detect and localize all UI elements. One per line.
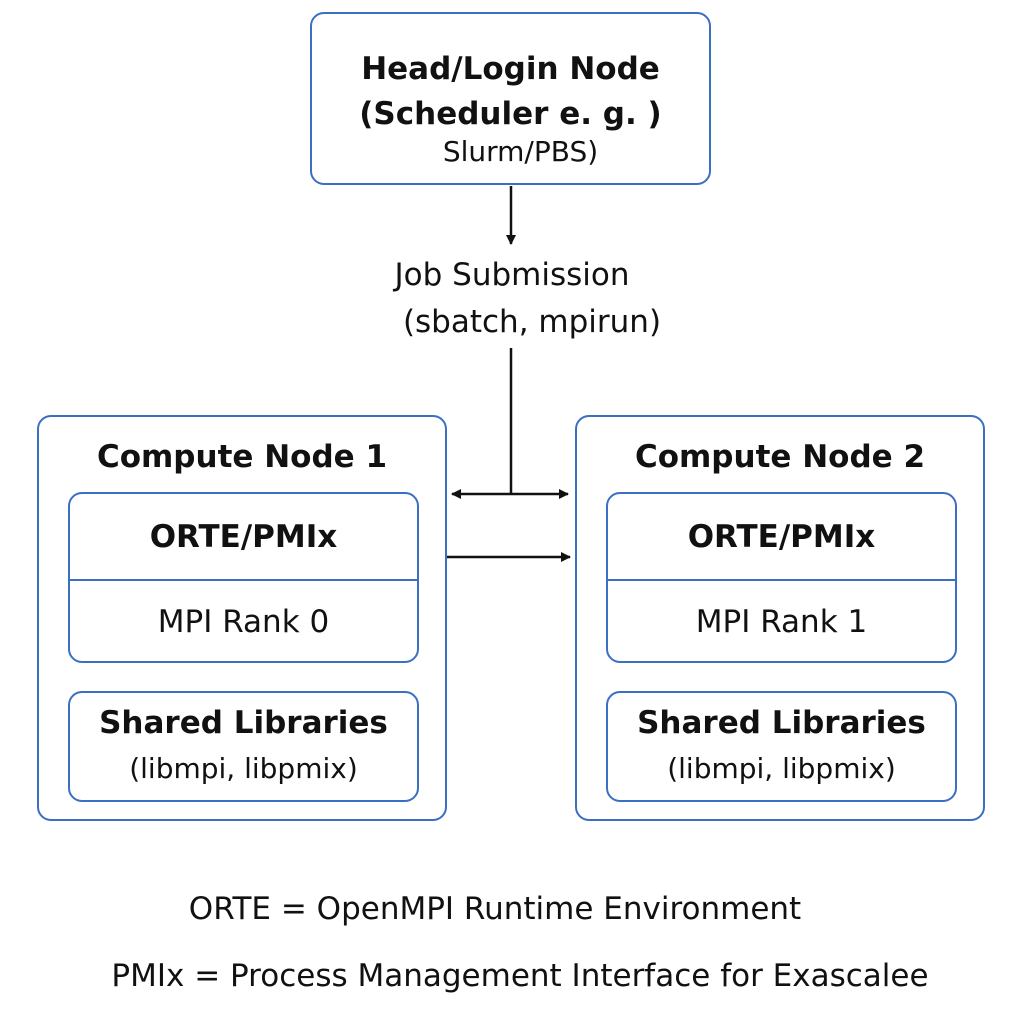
compute-node-2-runtime-label: ORTE/PMIx — [687, 519, 876, 555]
compute-node-1-libraries-box: Shared Libraries (libmpi, libpmix) — [68, 691, 419, 802]
compute-node-2-box: Compute Node 2 ORTE/PMIx MPI Rank 1 Shar… — [575, 415, 985, 821]
compute-node-1-title: Compute Node 1 — [96, 439, 388, 475]
compute-node-1-libraries-title: Shared Libraries — [99, 705, 388, 741]
head-node-subtitle-line2: Slurm/PBS) — [442, 135, 599, 168]
compute-node-1-libraries-list: (libmpi, libpmix) — [129, 752, 358, 785]
head-node-subtitle-line1: (Scheduler e. g. ) — [359, 96, 662, 132]
compute-node-2-title: Compute Node 2 — [634, 439, 926, 475]
compute-node-2-divider — [608, 579, 955, 581]
compute-node-2-runtime-box: ORTE/PMIx MPI Rank 1 — [606, 492, 957, 663]
legend-orte-definition: ORTE = OpenMPI Runtime Environment — [188, 891, 802, 927]
job-submission-commands: (sbatch, mpirun) — [402, 304, 662, 340]
compute-node-2-libraries-title: Shared Libraries — [637, 705, 926, 741]
compute-node-2-libraries-box: Shared Libraries (libmpi, libpmix) — [606, 691, 957, 802]
head-node-title: Head/Login Node — [361, 51, 660, 87]
legend-pmix-definition: PMIx = Process Management Interface for … — [111, 958, 929, 994]
compute-node-2-rank-label: MPI Rank 1 — [695, 604, 868, 640]
compute-node-1-runtime-box: ORTE/PMIx MPI Rank 0 — [68, 492, 419, 663]
compute-node-1-divider — [70, 579, 417, 581]
head-login-node-box: Head/Login Node (Scheduler e. g. ) Slurm… — [310, 12, 711, 185]
compute-node-1-box: Compute Node 1 ORTE/PMIx MPI Rank 0 Shar… — [37, 415, 447, 821]
compute-node-2-libraries-list: (libmpi, libpmix) — [667, 752, 896, 785]
compute-node-1-rank-label: MPI Rank 0 — [157, 604, 330, 640]
job-submission-title: Job Submission — [394, 257, 630, 293]
compute-node-1-runtime-label: ORTE/PMIx — [149, 519, 338, 555]
